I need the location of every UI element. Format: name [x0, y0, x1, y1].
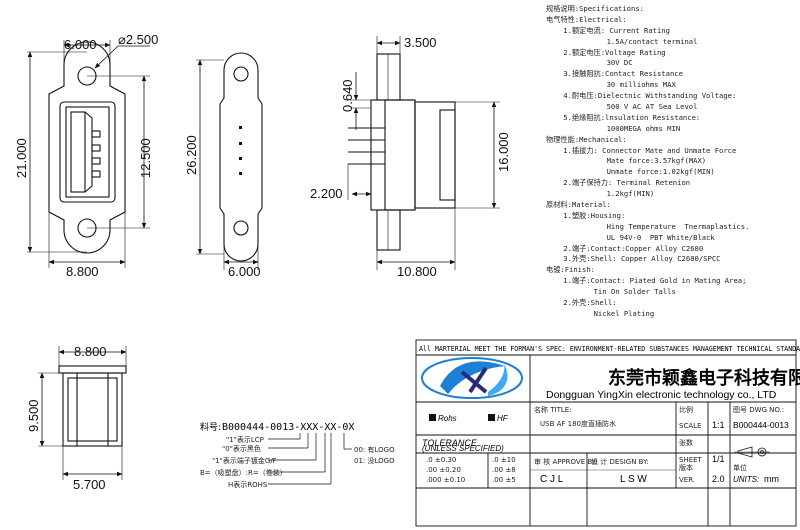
part-number-prefix: 料号: [200, 421, 221, 433]
spec-line: 2.外壳:Shell: [546, 298, 617, 308]
dim-side-bottom-width: 6.000 [228, 264, 261, 279]
material-standard-header: All MARTERIAL MEET THE FORMAN'S SPEC: EN… [419, 345, 800, 353]
note-packing: B=（吸塑盘）:R=（卷装） [200, 468, 287, 477]
spec-line: 1.额定电流: Current Rating [546, 25, 670, 35]
spec-line: 电镀:Finish: [546, 265, 595, 275]
spec-line: 1.5A/contact terminal [546, 36, 698, 46]
spec-line: Tin On Solder Talls [546, 287, 676, 297]
note-rohs: H表示ROHS [228, 480, 268, 489]
dwg-value: B000444-0013 [733, 420, 789, 430]
ver-label: VER. [679, 476, 695, 484]
spec-line: 4.耐电压:Dielectnic Withstanding Voltage: [546, 91, 737, 101]
title-block [415, 339, 797, 527]
part-number: B000444-0013-XXX-XX-0X [222, 422, 354, 433]
unit-label: UNITS: [733, 475, 759, 484]
spec-line: 物理性能:Mechanical: [546, 134, 627, 144]
dim-bottom-width: 5.700 [73, 477, 106, 492]
spec-line: 2.端子:Contact:Copper Alloy C2680 [546, 243, 704, 253]
tolerance-label: TOLERANCE [422, 438, 478, 448]
title-label: 名称 TITLE: [534, 405, 572, 414]
unless-label: (UNLESS SPECIFIED) [422, 444, 504, 453]
dim-bottom-top: 8.800 [74, 344, 107, 359]
spec-line: Nickel Plating [546, 308, 655, 318]
tolerance-1: .0 ±0.30 [426, 456, 456, 464]
dim-front-top-width: 6.000 [64, 37, 97, 52]
spec-line: 1.2kgf(MIN) [546, 189, 655, 199]
angle-tolerance-2: .00 ±8 [492, 466, 516, 474]
spec-line: 1.插拔力: Connector Mate and Unmate Force [546, 145, 737, 155]
dim-profile-pin: 2.200 [310, 186, 343, 201]
spec-line: 电气特性:Electrical: [546, 14, 627, 24]
dim-front-hole-diameter: ⌀2.500 [118, 32, 158, 47]
spec-line: Mate force:3.57kgf(MAX) [546, 156, 707, 166]
company-name-en: Dongguan YingXin electronic technology c… [546, 389, 777, 401]
spec-line: 30 milliohms MAX [546, 80, 676, 90]
company-logo-icon [421, 357, 523, 399]
dim-profile-shell: 0.640 [340, 79, 355, 112]
note-logo-yes: 00: 有LOGO [354, 445, 395, 454]
spec-line: 2.端子保持力: Terminal Retenion [546, 178, 691, 188]
sheet-cn: 张数 [679, 438, 693, 447]
spec-line: 500 V AC AT Sea Levol [546, 102, 698, 112]
specifications-list: 规格说明:Specifications:电气特性:Electrical: 1.额… [546, 4, 796, 320]
ver-value: 2.0 [712, 474, 725, 484]
front-view [27, 40, 150, 268]
angle-tolerance-1: .0 ±10 [492, 456, 516, 464]
scale-value: 1:1 [712, 420, 725, 430]
spec-line: 1.塑胶:Housing: [546, 210, 626, 220]
dim-bottom-height: 9.500 [26, 399, 41, 432]
profile-view [347, 36, 500, 270]
design-label: 设 计 DESIGN BY: [591, 457, 649, 466]
unit-cn: 单位 [733, 463, 747, 472]
spec-line: 3.接触阻抗:Contact Resistance [546, 69, 683, 79]
rohs-label: Rohs [438, 414, 457, 423]
approve-value: C J L [540, 474, 564, 485]
spec-line: Unmate force:1.02kgf(MIN) [546, 167, 715, 177]
part-number-legend: 料号: B000444-0013-XXX-XX-0X "1"表示LCP "0"表… [200, 421, 395, 489]
ver-cn: 版本 [679, 463, 693, 472]
spec-line: 1.端子:Contact: Piated Gold in Mating Area… [546, 276, 747, 286]
spec-line: 5.绝缘阻抗:lnsulation Resistance: [546, 112, 701, 122]
company-name-cn: 东莞市颖鑫电子科技有限公司 [608, 367, 800, 389]
dim-side-height: 26.200 [184, 135, 199, 175]
note-gold: "1"表示端子镀金G/F [212, 456, 277, 465]
spec-line: 原材料:Material: [546, 200, 611, 210]
hf-label: HF [497, 414, 509, 423]
scale-cn: 比例 [679, 405, 693, 414]
dim-front-bottom-width: 8.800 [66, 264, 99, 279]
tolerance-3: .000 ±0.10 [426, 476, 465, 484]
dim-profile-height: 16.000 [496, 132, 511, 172]
spec-line: 2.额定电压:Voltage Rating [546, 47, 666, 57]
spec-line: Hing Temperature Tnermaplastics. [546, 221, 750, 231]
dim-front-total-height: 21.000 [14, 138, 29, 178]
design-value: L S W [620, 474, 647, 485]
bottom-view [38, 346, 127, 480]
rohs-hf-marks: Rohs HF [429, 414, 509, 423]
dim-profile-bottom: 10.800 [397, 264, 437, 279]
dim-front-hole-pitch: 12.500 [138, 138, 153, 178]
projection-symbol-icon [734, 446, 770, 458]
dim-profile-top: 3.500 [404, 35, 437, 50]
note-lcp: "1"表示LCP [226, 435, 264, 444]
angle-tolerance-3: .00 ±5 [492, 476, 516, 484]
note-black: "0"表示黑色 [222, 444, 261, 453]
spec-line: 1000MEGA ohms MIN [546, 123, 681, 133]
unit-value: mm [764, 474, 779, 484]
spec-line: 规格说明:Specifications: [546, 4, 644, 13]
spec-line: 3.外壳:Shell: Copper Alloy C2680/SPCC [546, 254, 721, 264]
sheet-value: 1/1 [712, 454, 725, 464]
sheet-label: SHEET [679, 456, 703, 464]
spec-line: UL 94V-0 PBT White/Black [546, 232, 715, 242]
spec-line: 30V DC [546, 58, 633, 68]
note-logo-no: 01: 没LOGO [354, 456, 395, 465]
approve-label: 审 核 APPROVE BY: [534, 457, 598, 466]
side-view [196, 52, 263, 270]
scale-label: SCALE [679, 422, 701, 430]
tolerance-2: .00 ±0.20 [426, 466, 461, 474]
title-value: USB AF 180度直插防水 [540, 419, 616, 428]
dwg-label: 图号 DWG NO.: [733, 406, 784, 414]
